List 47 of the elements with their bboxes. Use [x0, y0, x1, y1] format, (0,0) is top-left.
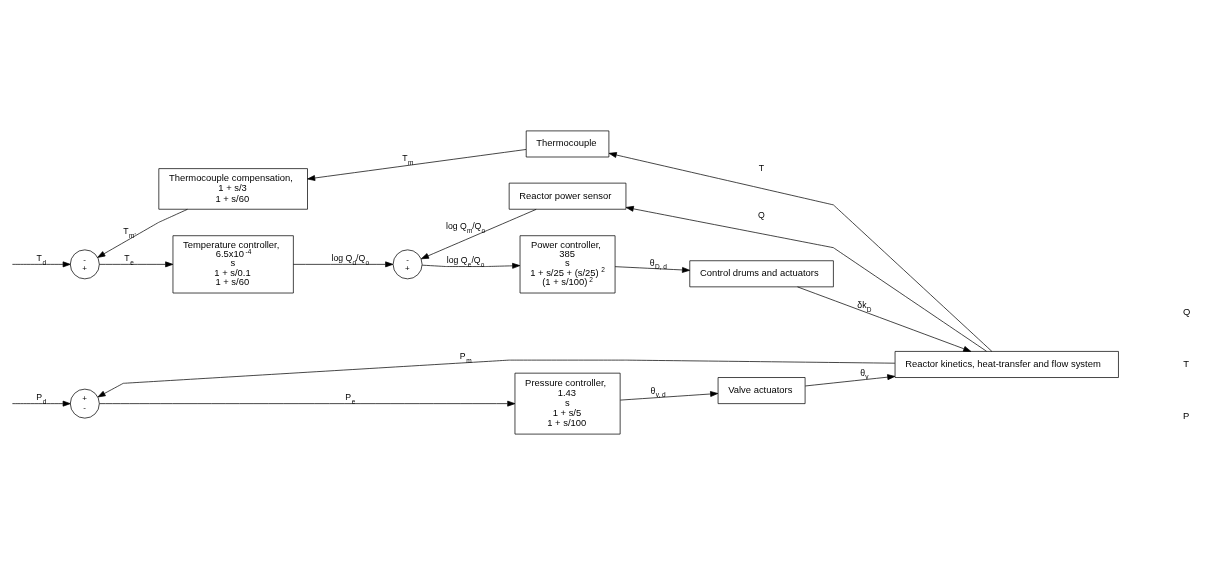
node-box: Valve actuators [717, 376, 806, 404]
node-box: Control drums and actuators [689, 259, 834, 287]
edge-label: T$_{d}$ [36, 252, 47, 266]
arrow [293, 260, 394, 267]
node-circle: - + [392, 249, 423, 279]
arrow [12, 260, 71, 267]
arrow [625, 205, 987, 352]
arrow [421, 262, 521, 269]
arrow [12, 400, 71, 407]
edge-label: log Q$_{e}$/Q$_{o}$ [446, 254, 485, 268]
node-box: Reactor power sensor [508, 182, 627, 210]
label: P [1183, 409, 1190, 421]
edge-label: θ$_{D, d}$ [649, 257, 667, 270]
arrow [99, 400, 516, 407]
edge-label: P$_{d}$ [36, 391, 47, 405]
node-box: Pressure controller, 1.43 s 1 + s/5 1 + s/100 [514, 372, 621, 434]
edge-label: log Q$_{m}$/Q$_{o}$ [446, 220, 486, 234]
edge-label: P$_{m}$ [459, 350, 472, 364]
edge-label: θ$_{v, d}$ [650, 385, 666, 398]
node-circle: - + [69, 249, 100, 279]
edge-label: T$_{e}$ [124, 252, 134, 266]
node-box: Thermocouple compensation, 1 + s/3 1 + s/60 [158, 167, 308, 210]
arrow [420, 208, 537, 259]
node-box: Temperature controller, 6.5x10$^{-4}$ s 1 + s/0.1 1 + s/60 [172, 234, 294, 293]
edge-label: T$_{m'}$ [123, 225, 136, 239]
node-box: Thermocouple [525, 130, 610, 157]
node-circle: + - [69, 388, 100, 418]
arrow [97, 359, 896, 397]
arrow [614, 265, 690, 273]
arrow [804, 373, 896, 386]
edge-label: P$_{e}$ [345, 391, 356, 405]
edge-label: Q [757, 209, 765, 220]
label: Q [1183, 305, 1191, 317]
arrow [620, 390, 719, 400]
node-box: Reactor kinetics, heat-transfer and flow system [894, 350, 1119, 378]
edge-label: T [758, 162, 764, 173]
edge-label: θ$_{v}$ [860, 367, 869, 380]
node-box: Power controller, 385 s 1 + s/25 + (s/25)$^{2}$ (1 + s/100)$^{2}$ [519, 234, 616, 293]
label: T [1183, 357, 1190, 369]
edge-label: δk$_{D}$ [857, 299, 872, 313]
arrow [307, 148, 527, 181]
arrow [99, 260, 174, 267]
arrow [608, 151, 993, 352]
arrow [797, 286, 972, 352]
arrow [97, 208, 188, 258]
edge-label: log Q$_{d}$/Q$_{o}$ [331, 252, 370, 266]
edge-label: T$_{m}$ [402, 152, 414, 166]
